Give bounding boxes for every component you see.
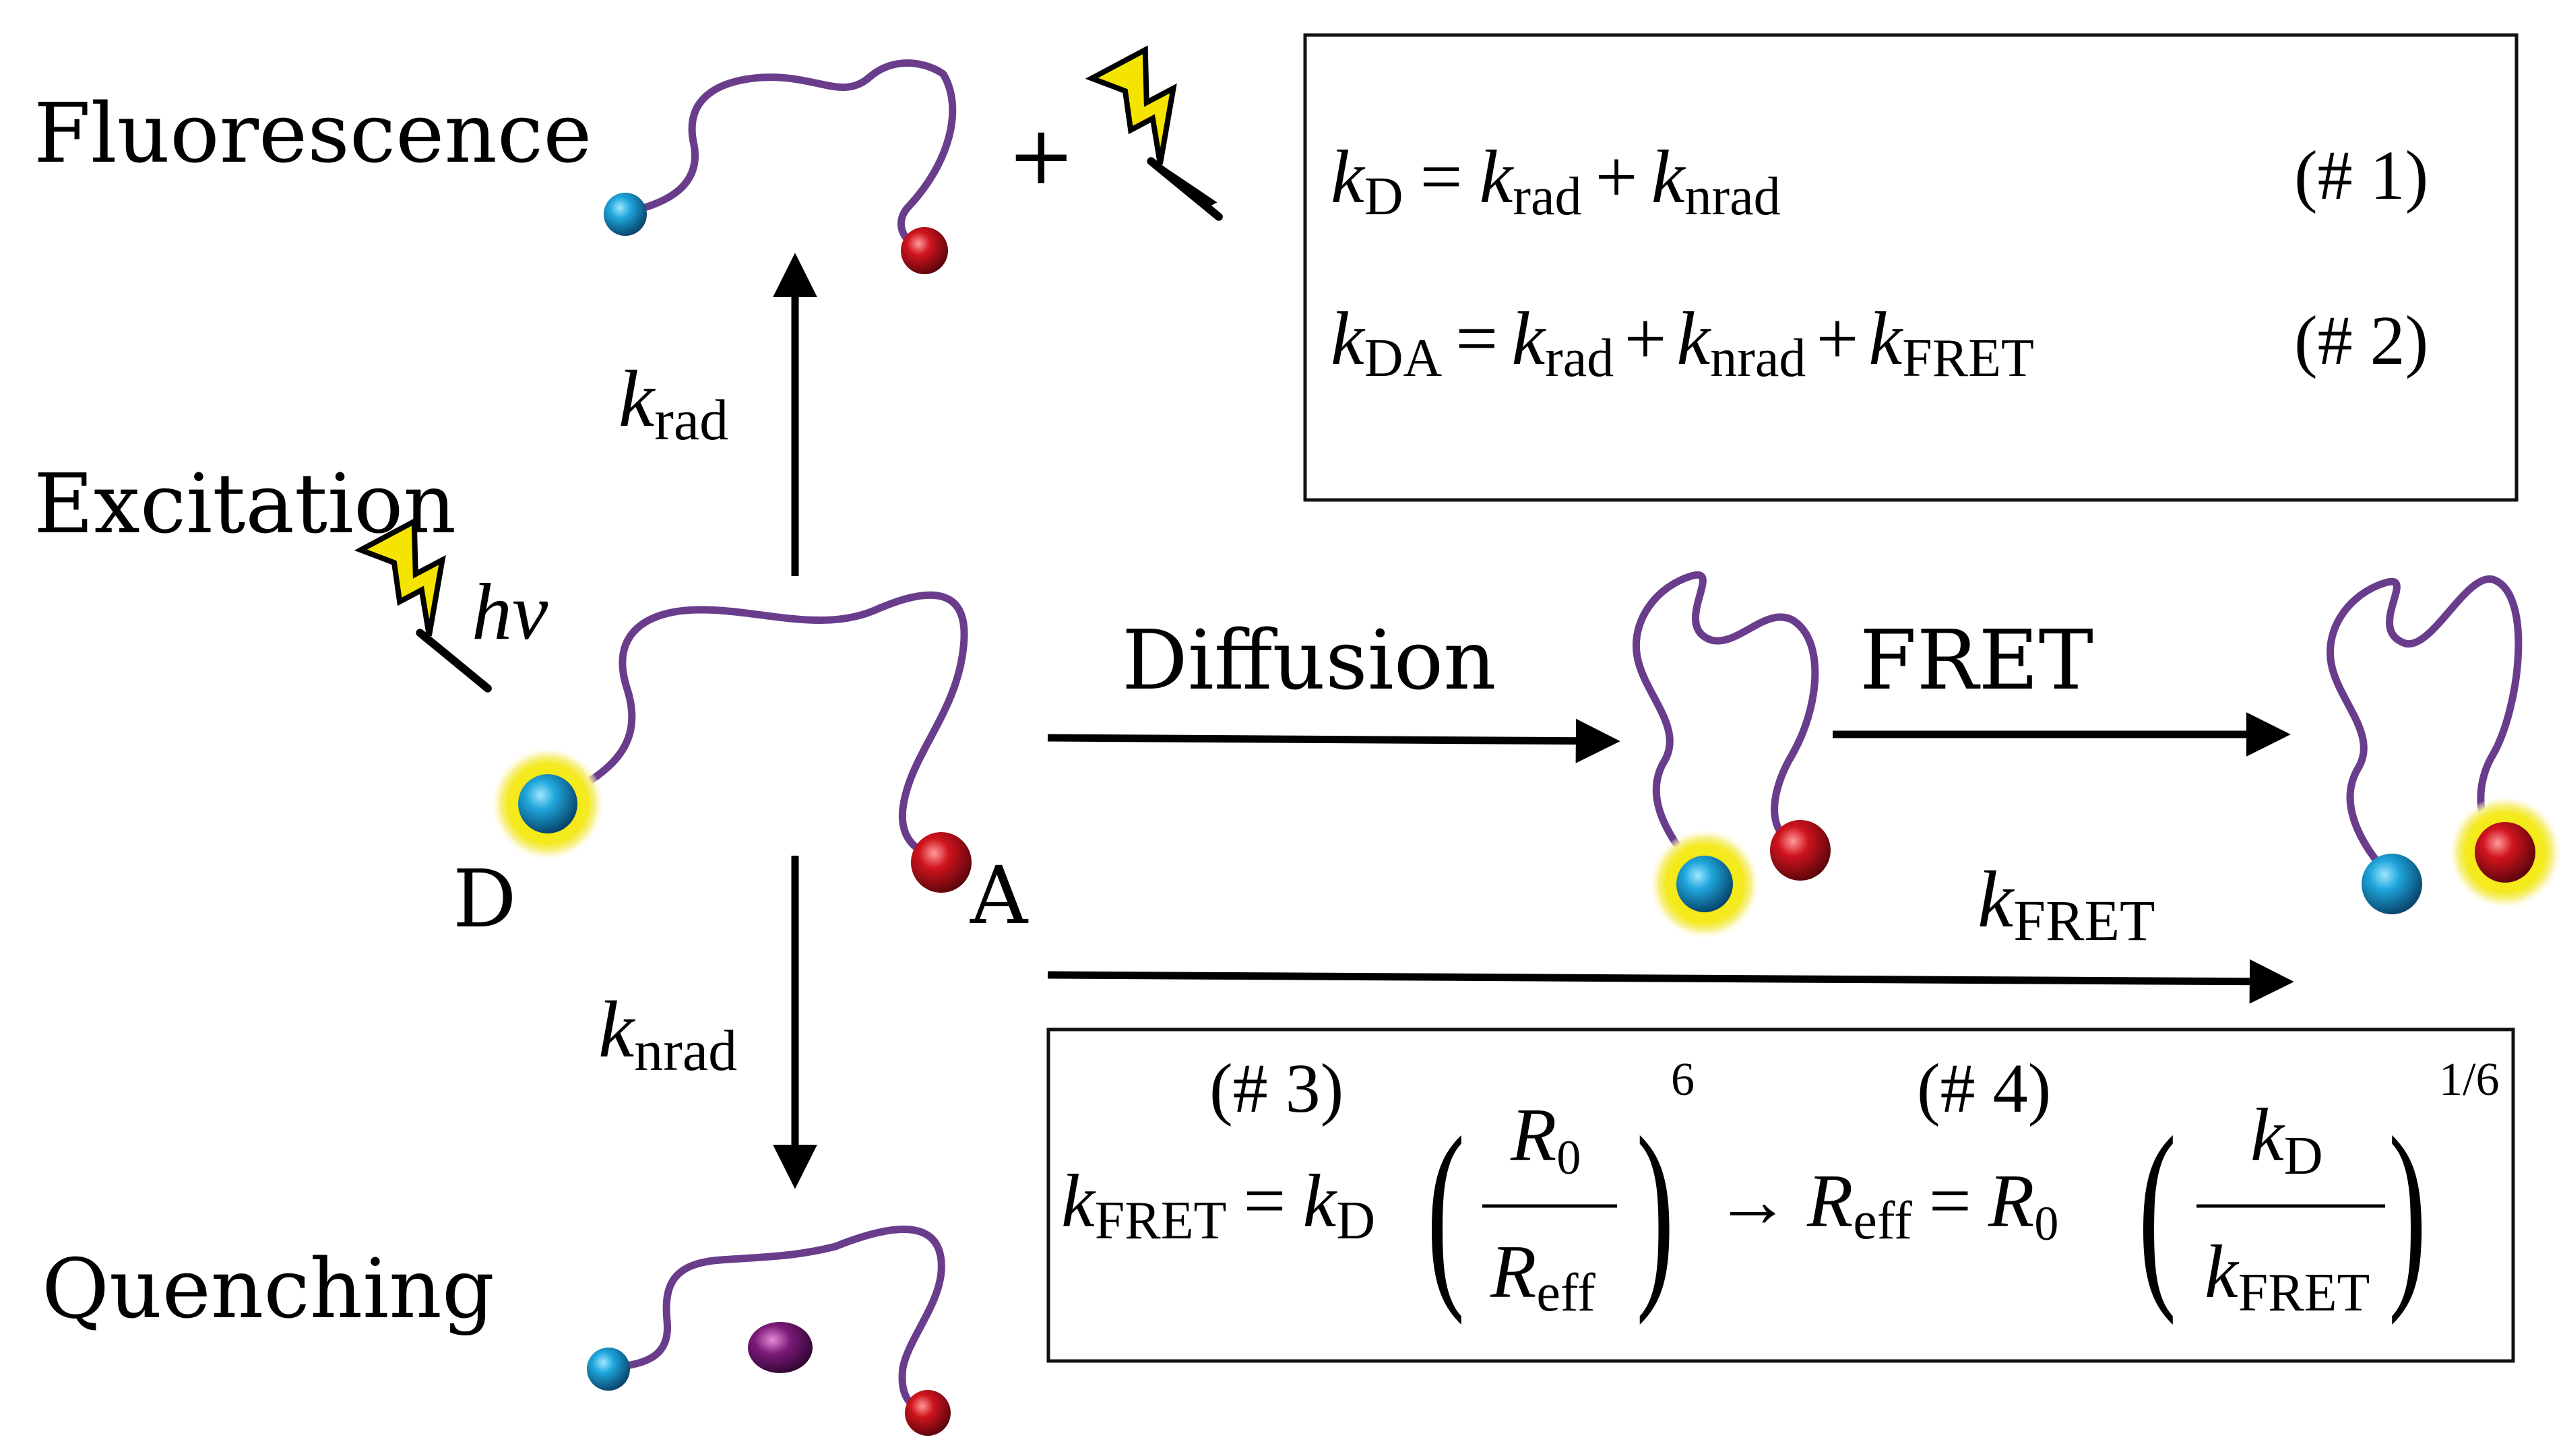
acceptor-fluorophore [911, 832, 972, 893]
quenching-donor [587, 1348, 630, 1391]
fret-acceptor [2475, 822, 2535, 883]
equation-3-lparen: ( [1427, 1095, 1465, 1326]
k-fret-arrow [1047, 959, 2294, 1004]
diffused-acceptor [1770, 820, 1831, 881]
equation-4-numerator: kD [2250, 1094, 2323, 1186]
equation-2-number: (# 2) [2294, 302, 2428, 379]
equation-3-number: (# 3) [1209, 1050, 1343, 1127]
equation-3-lhs: kFRET=kD [1061, 1160, 1375, 1251]
equation-1-number: (# 1) [2294, 137, 2428, 214]
plus-sign: + [1007, 109, 1075, 203]
rate-equations-box [1303, 33, 2519, 502]
fret-donor [2362, 854, 2422, 914]
h-nu-label: hν [472, 567, 548, 656]
acceptor-label: A [970, 849, 1029, 942]
excitation-bolt-icon [354, 517, 492, 693]
fret-chain [2327, 575, 2523, 883]
quenching-chain [606, 1226, 945, 1416]
quencher-molecule [748, 1322, 813, 1373]
quenching-label: Quenching [42, 1241, 495, 1337]
equation-4-exponent: 1/6 [2439, 1054, 2499, 1106]
quenching-acceptor [905, 1390, 951, 1436]
equation-4-denominator: kFRET [2205, 1230, 2370, 1323]
equation-3-rparen: ) [1636, 1095, 1674, 1326]
k-rad-label: krad [619, 354, 728, 452]
equation-2: kDA=krad+knrad+kFRET [1331, 297, 2034, 388]
fluorescence-chain [623, 59, 957, 253]
donor-label: D [453, 852, 517, 945]
fluorescence-acceptor [901, 227, 948, 274]
donor-fluorophore [518, 774, 577, 833]
fluorescence-donor [604, 193, 647, 236]
k-nrad-label: knrad [598, 984, 737, 1083]
equation-3-exponent: 6 [1671, 1054, 1695, 1106]
equation-3-denominator: Reff [1490, 1230, 1595, 1323]
equation-3-numerator: R0 [1510, 1094, 1581, 1184]
fluorescence-label: Fluorescence [34, 86, 592, 181]
diffusion-label: Diffusion [1122, 612, 1496, 708]
diffusion-arrow [1047, 718, 1620, 763]
diffused-donor [1676, 856, 1733, 912]
equation-4-rparen: ) [2389, 1095, 2427, 1326]
equation-1: kD=krad+knrad [1331, 135, 1781, 226]
fret-label: FRET [1860, 612, 2093, 708]
equation-4-lparen: ( [2139, 1095, 2177, 1326]
equation-4-lhs: →Reff=R0 [1715, 1160, 2058, 1251]
equation-4-number: (# 4) [1917, 1050, 2051, 1127]
k-fret-label: kFRET [1978, 854, 2155, 953]
lightning-bolt-icon [1085, 45, 1223, 221]
fret-equations-box [1046, 1027, 2515, 1363]
diffused-chain [1633, 571, 1819, 883]
excitation-chain [548, 591, 968, 863]
